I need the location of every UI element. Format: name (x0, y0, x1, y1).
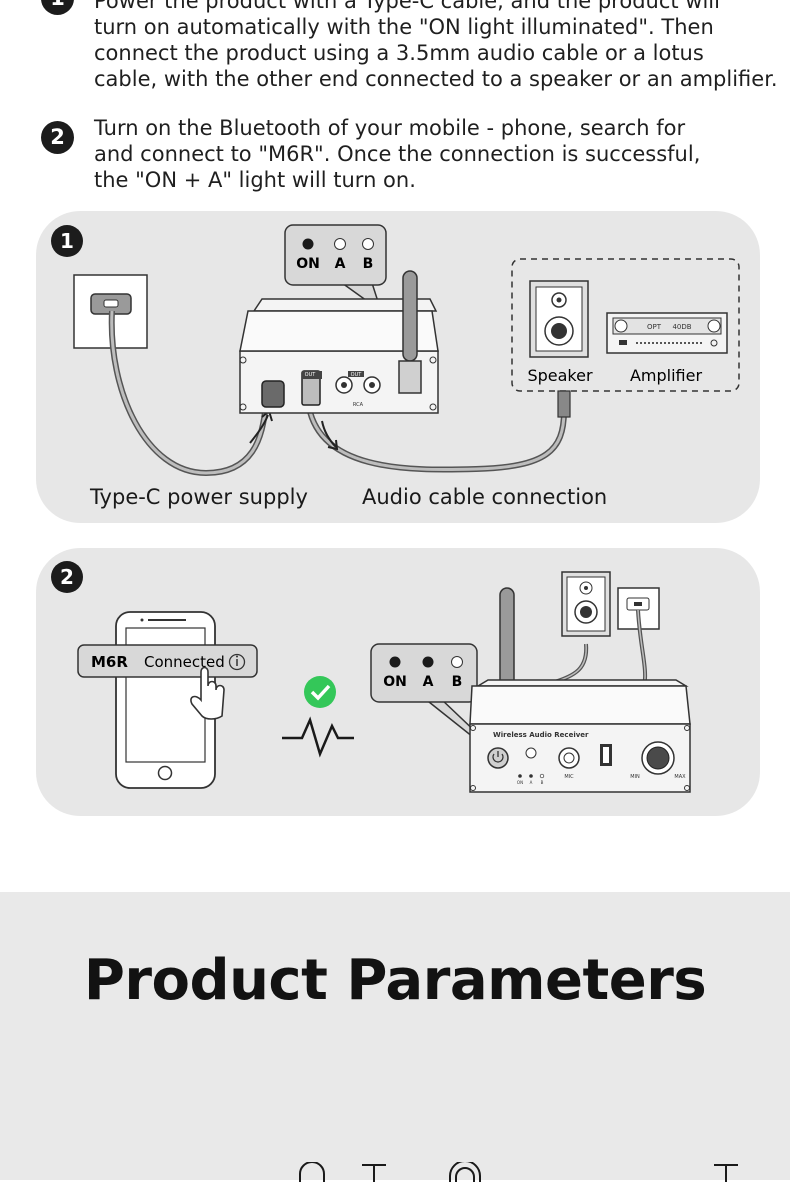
indicator-a-label: A (423, 674, 434, 690)
speaker-label: Speaker (527, 366, 593, 385)
indicator-b-label: B (452, 674, 463, 690)
indicator-on-label: ON (296, 256, 320, 272)
pairing-diagram-panel: 2 M6R Connected (36, 548, 760, 816)
step-1-line: cable, with the other end connected to a… (94, 67, 778, 91)
out-label-left: OUT (305, 372, 317, 378)
ir-sensor-icon (525, 747, 537, 759)
indicator-callout: ON A B (284, 224, 387, 313)
signal-wave-icon (282, 716, 354, 758)
connection-status: Connected (144, 653, 225, 671)
panel-2-badge-number: 2 (60, 565, 74, 589)
audio-caption: Audio cable connection (362, 485, 608, 509)
on-led-icon (302, 238, 314, 250)
step-2-line: Turn on the Bluetooth of your mobile - p… (94, 116, 686, 140)
antenna-icon (499, 587, 515, 689)
parameters-diagram-preview (299, 1162, 738, 1182)
mic-label: MIC (564, 774, 574, 780)
step-2-badge: 2 (41, 121, 74, 154)
section-title: Product Parameters (83, 948, 707, 1013)
on-led-icon (389, 656, 401, 668)
antenna-icon (402, 270, 418, 362)
step-1-badge: 1 (41, 0, 74, 15)
device-name: M6R (91, 653, 128, 671)
speaker-icon (561, 571, 611, 637)
indicator-on-label: ON (383, 674, 407, 690)
amplifier-icon: OPT 40DB (606, 312, 728, 354)
receiver-title: Wireless Audio Receiver (493, 731, 589, 739)
a-led-icon (334, 238, 346, 250)
power-caption: Type-C power supply (90, 485, 308, 509)
amp-display-left: OPT (647, 323, 662, 331)
b-led-icon (362, 238, 374, 250)
info-icon[interactable] (228, 653, 246, 671)
power-button-icon[interactable] (487, 747, 509, 769)
connected-device-item[interactable]: M6R Connected (77, 644, 258, 678)
step-1-line: turn on automatically with the "ON light… (94, 15, 714, 39)
min-label: MIN (630, 774, 640, 780)
mic-jack-icon[interactable] (558, 747, 580, 769)
indicator-a-label: A (335, 256, 346, 272)
indicator-b-label: B (363, 256, 374, 272)
step-2-text: Turn on the Bluetooth of your mobile - p… (94, 115, 784, 193)
step-1-line: Power the product with a Type-C cable, a… (94, 0, 720, 13)
step-1-text: Power the product with a Type-C cable, a… (94, 0, 784, 92)
speaker-icon (529, 280, 589, 358)
out-label-right: OUT (351, 372, 363, 378)
panel-2-badge (51, 561, 83, 593)
receiver-device-rear: OUT OUT RCA (239, 270, 439, 414)
step-1-line: connect the product using a 3.5mm audio … (94, 41, 704, 65)
tap-hand-icon (190, 666, 225, 720)
type-c-plug-icon (261, 380, 285, 408)
rca-label: RCA (353, 402, 364, 408)
panel-1-badge (51, 225, 83, 257)
amplifier-label: Amplifier (630, 366, 703, 385)
connection-diagram: 1 ON A B (51, 224, 740, 477)
led-a-label: A (530, 780, 533, 785)
max-label: MAX (674, 774, 686, 780)
panel-1-badge-number: 1 (60, 229, 74, 253)
step-2-line: and connect to "M6R". Once the connectio… (94, 142, 701, 166)
a-led-icon (422, 656, 434, 668)
pairing-diagram: 2 M6R Connected (51, 561, 691, 793)
volume-knob-icon[interactable] (641, 741, 675, 775)
led-b-label: B (541, 780, 544, 785)
connection-diagram-panel: 1 ON A B (36, 211, 760, 523)
product-parameters-section (0, 892, 790, 1180)
success-check-icon (304, 676, 336, 708)
led-on-label: ON (517, 780, 523, 785)
amp-display-right: 40DB (672, 323, 691, 331)
b-led-icon (451, 656, 463, 668)
receiver-device-front: Wireless Audio Receiver ON A B MIC (469, 587, 691, 793)
step-2-line: the "ON + A" light will turn on. (94, 168, 416, 192)
